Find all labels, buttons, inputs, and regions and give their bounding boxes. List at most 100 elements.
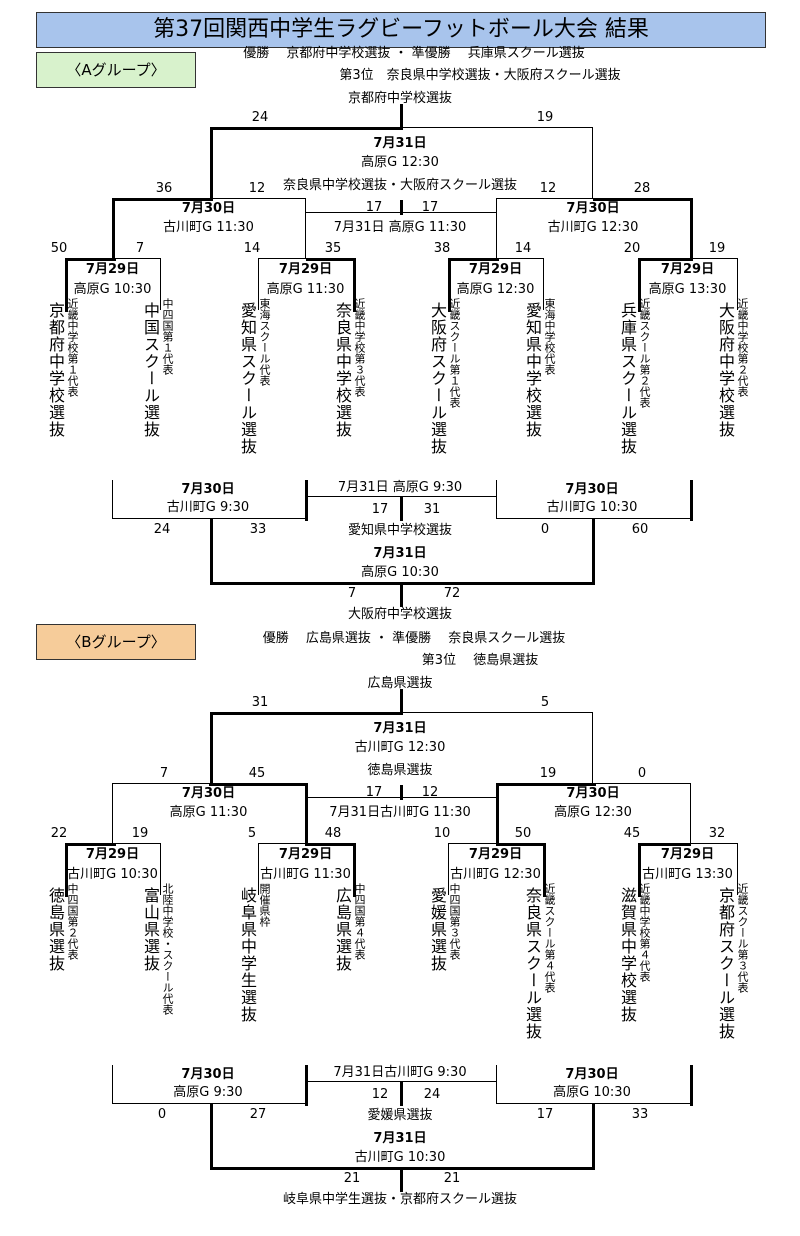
bracket-line <box>305 1065 308 1106</box>
lower-left-venue: 古川町G 9:30 <box>166 500 250 515</box>
quarterfinal-left-score: 20 <box>623 241 641 256</box>
lower-right-left-score: 17 <box>536 1107 554 1122</box>
lower-left-left-score: 0 <box>157 1107 167 1122</box>
final-venue: 古川町G 12:30 <box>354 740 446 755</box>
semifinal-date: 7月30日 <box>566 786 620 801</box>
group-b-label: 〈Bグループ〉 <box>36 624 196 660</box>
bracket-line <box>160 843 161 895</box>
team-representation: 近畿中学校第４代表 <box>638 883 651 982</box>
lower-right-left-score: 0 <box>540 522 550 537</box>
bracket-line <box>210 1103 213 1170</box>
team-name: 徳島県選抜 <box>46 887 65 972</box>
bracket-line <box>495 843 499 846</box>
bracket-line <box>112 783 113 844</box>
lower-left-date: 7月30日 <box>181 1067 235 1082</box>
bracket-line <box>400 1081 403 1106</box>
bracket-line <box>448 258 451 312</box>
quarterfinal-date: 7月29日 <box>468 262 523 277</box>
final-venue: 高原G 12:30 <box>361 155 439 170</box>
team-name: 愛媛県選抜 <box>428 887 447 972</box>
lower-mid-date-venue: 7月31日古川町G 9:30 <box>333 1065 467 1080</box>
bracket-line <box>690 1065 693 1106</box>
bracket-line <box>543 258 544 310</box>
final-left-score: 24 <box>251 110 269 125</box>
quarterfinal-right-score: 35 <box>324 241 342 256</box>
lower-left-right-score: 33 <box>249 522 267 537</box>
third-place-left-score: 17 <box>365 200 383 215</box>
quarterfinal-venue: 高原G 12:30 <box>456 282 535 297</box>
team-name: 中国スクール選抜 <box>141 302 160 438</box>
lower-final-venue: 高原G 10:30 <box>361 565 439 580</box>
quarterfinal-venue: 古川町G 11:30 <box>260 867 351 882</box>
semifinal-venue: 高原G 11:30 <box>169 805 248 820</box>
semifinal-left-score: 12 <box>539 181 557 196</box>
group-a-label: 〈Aグループ〉 <box>36 52 196 88</box>
bracket-line <box>258 258 259 310</box>
third-place-winner: 奈良県中学校選抜・大阪府スクール選抜 <box>282 178 518 193</box>
bracket-line <box>112 198 115 261</box>
quarterfinal-left-score: 50 <box>50 241 68 256</box>
quarterfinal-right-score: 19 <box>131 826 149 841</box>
bracket-line <box>448 843 449 895</box>
bracket-line <box>690 480 693 521</box>
third-place-winner: 徳島県選抜 <box>367 763 433 778</box>
semifinal-right-score: 45 <box>248 766 266 781</box>
third-place-right-score: 12 <box>421 785 439 800</box>
bracket-line <box>638 843 641 897</box>
team-name: 滋賀県中学校選抜 <box>618 887 637 1023</box>
bracket-line <box>65 843 68 897</box>
bracket-line <box>208 783 308 786</box>
bracket-line <box>592 518 595 585</box>
semifinal-date: 7月30日 <box>566 201 620 216</box>
team-name: 奈良県スクール選抜 <box>523 887 542 1040</box>
bracket-line <box>65 258 68 312</box>
team-name: 京都府スクール選抜 <box>716 887 735 1040</box>
quarterfinal-right-score: 14 <box>514 241 532 256</box>
final-left-score: 31 <box>251 695 269 710</box>
team-name: 大阪府スクール選抜 <box>428 302 447 455</box>
bracket-line <box>593 198 693 201</box>
bracket-line <box>305 198 306 259</box>
bracket-line <box>496 198 497 259</box>
quarterfinal-date: 7月29日 <box>278 262 333 277</box>
lower-left-venue: 高原G 9:30 <box>173 1085 243 1100</box>
quarterfinal-left-score: 38 <box>433 241 451 256</box>
bracket-line <box>400 496 403 521</box>
team-representation: 北陸中学校・スクール代表 <box>161 883 174 1015</box>
third-place-right-score: 17 <box>421 200 439 215</box>
quarterfinal-date: 7月29日 <box>85 262 140 277</box>
team-representation: 近畿スクール第１代表 <box>448 298 461 408</box>
bracket-line <box>543 843 546 897</box>
quarterfinal-date: 7月29日 <box>660 847 715 862</box>
bracket-line <box>210 712 403 715</box>
bracket-line <box>592 127 593 199</box>
bracket-line <box>496 1065 497 1104</box>
bracket-line <box>160 258 161 310</box>
quarterfinal-date: 7月29日 <box>660 262 715 277</box>
bracket-line <box>400 582 403 607</box>
bracket-line <box>210 127 213 201</box>
page-title: 第37回関西中学生ラグビーフットボール大会 結果 <box>36 12 766 48</box>
team-representation: 近畿中学校第２代表 <box>736 298 749 397</box>
bracket-line <box>305 258 309 261</box>
bracket-line <box>496 783 499 846</box>
quarterfinal-venue: 古川町G 10:30 <box>67 867 158 882</box>
semifinal-venue: 古川町G 11:30 <box>163 220 254 235</box>
bracket-line <box>400 785 403 800</box>
quarterfinal-right-score: 19 <box>708 241 726 256</box>
team-representation: 中四国第３代表 <box>448 883 461 960</box>
bracket-line <box>112 843 116 846</box>
lower-mid-right-score: 24 <box>423 1087 441 1102</box>
quarterfinal-left-score: 10 <box>433 826 451 841</box>
bracket-line <box>112 198 212 201</box>
team-representation: 近畿スクール第４代表 <box>543 883 556 993</box>
semifinal-date: 7月30日 <box>181 786 236 801</box>
bracket-line <box>210 518 213 585</box>
lower-left-date: 7月30日 <box>181 482 235 497</box>
lower-right-venue: 高原G 10:30 <box>553 1085 631 1100</box>
top-bracket-champion: 広島県選抜 <box>367 676 433 691</box>
bracket-line <box>400 200 403 215</box>
team-name: 愛知県中学校選抜 <box>523 302 542 438</box>
lower-final-date: 7月31日 <box>373 1131 427 1146</box>
lower-mid-winner: 愛知県中学校選抜 <box>347 523 453 538</box>
